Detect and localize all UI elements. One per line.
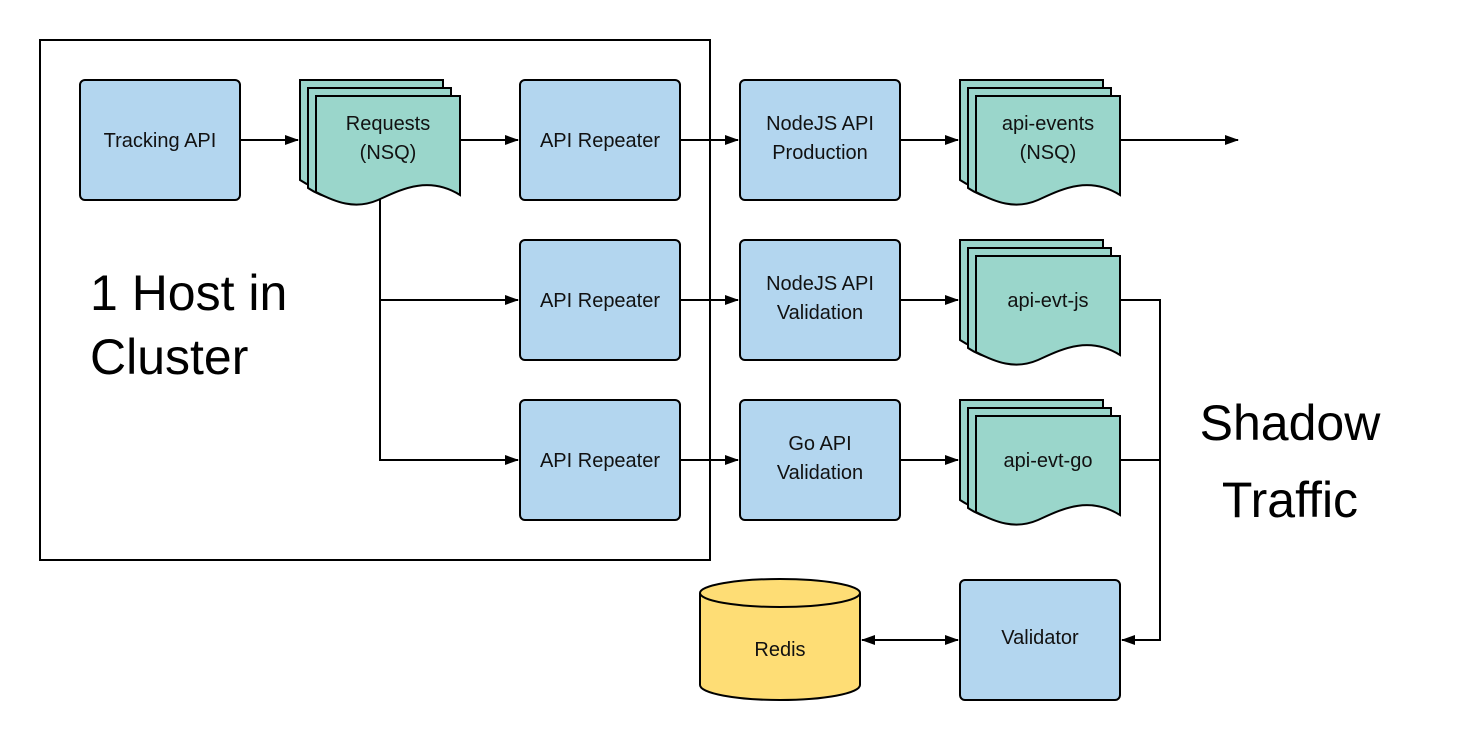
node-label-line1: NodeJS API	[766, 113, 874, 135]
edge-requests-to-repeater-2	[379, 195, 519, 305]
node-label-line1: Go API	[788, 433, 851, 455]
shadow-traffic-label-line2: Traffic	[1222, 472, 1358, 528]
node-label-line2: Validation	[777, 302, 863, 324]
node-tracking-api[interactable]: Tracking API	[79, 79, 241, 201]
node-label-line2: (NSQ)	[360, 142, 417, 164]
node-redis[interactable]: Redis	[699, 578, 861, 701]
node-api-evt-go[interactable]: api-evt-go	[959, 399, 1121, 526]
node-nodejs-production[interactable]: NodeJS API Production	[739, 79, 901, 201]
service-box	[739, 399, 901, 521]
edge-requests-to-repeater-3	[379, 300, 519, 465]
node-label: API Repeater	[540, 130, 660, 152]
queue-doc-front	[315, 95, 461, 206]
service-box	[519, 239, 681, 361]
queue-doc-front	[975, 255, 1121, 366]
node-repeater-1[interactable]: API Repeater	[519, 79, 681, 201]
node-label: API Repeater	[540, 450, 660, 472]
node-label: api-evt-go	[1004, 450, 1093, 472]
node-label: API Repeater	[540, 290, 660, 312]
shadow-traffic-label-line1: Shadow	[1200, 395, 1382, 451]
service-box	[959, 579, 1121, 701]
host-cluster-title-line2: Cluster	[90, 329, 248, 385]
node-requests-nsq[interactable]: Requests (NSQ)	[299, 79, 461, 206]
cylinder-top	[699, 578, 861, 608]
node-label: api-evt-js	[1007, 290, 1088, 312]
node-label: Redis	[754, 639, 805, 661]
queue-doc-front	[975, 95, 1121, 206]
node-label-line2: Production	[772, 142, 868, 164]
node-label-line1: api-events	[1002, 113, 1094, 135]
queue-doc-front	[975, 415, 1121, 526]
node-repeater-2[interactable]: API Repeater	[519, 239, 681, 361]
node-label-line2: (NSQ)	[1020, 142, 1077, 164]
edge-api-evt-js-to-validator	[1120, 299, 1161, 645]
service-box	[519, 399, 681, 521]
node-go-validation[interactable]: Go API Validation	[739, 399, 901, 521]
node-label: Tracking API	[104, 130, 217, 152]
node-nodejs-validation[interactable]: NodeJS API Validation	[739, 239, 901, 361]
cylinder-body	[699, 593, 861, 701]
service-box	[739, 239, 901, 361]
node-repeater-3[interactable]: API Repeater	[519, 399, 681, 521]
node-label-line2: Validation	[777, 462, 863, 484]
edges	[240, 135, 1239, 645]
service-box	[519, 79, 681, 201]
node-label: Validator	[1001, 627, 1079, 649]
host-cluster-title-line1: 1 Host in	[90, 265, 287, 321]
service-box	[79, 79, 241, 201]
node-label-line1: Requests	[346, 113, 431, 135]
node-label-line1: NodeJS API	[766, 273, 874, 295]
node-validator[interactable]: Validator	[959, 579, 1121, 701]
node-api-events-nsq[interactable]: api-events (NSQ)	[959, 79, 1121, 206]
service-box	[739, 79, 901, 201]
node-api-evt-js[interactable]: api-evt-js	[959, 239, 1121, 366]
